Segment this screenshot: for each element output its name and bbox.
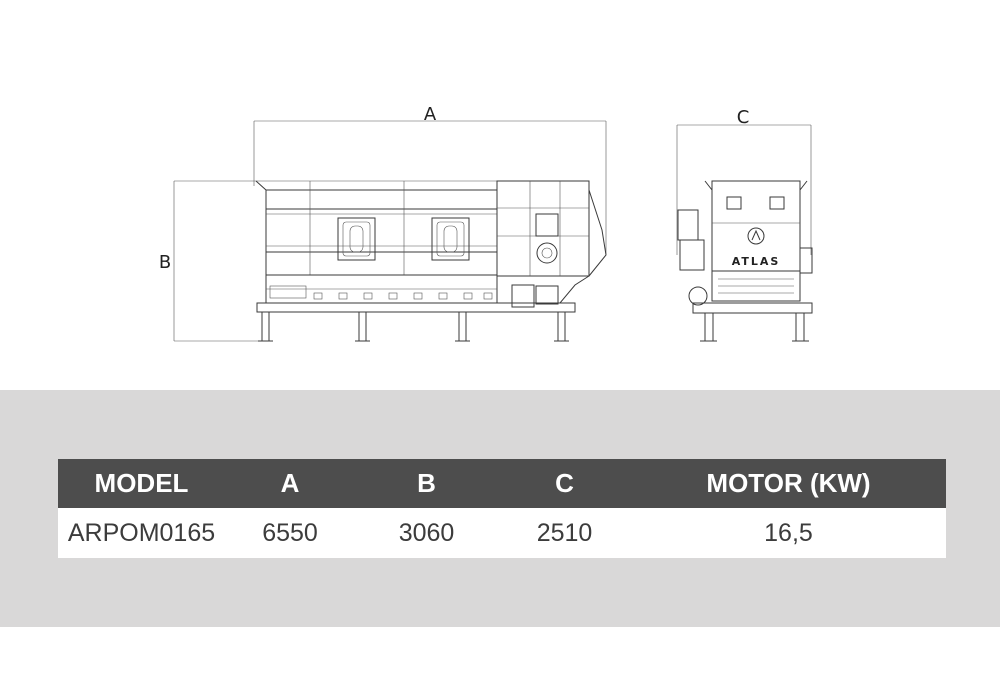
technical-drawing: A B [159,104,813,342]
specification-table: MODEL A B C MOTOR (KW) ARPOM0165 6550 30… [58,459,946,558]
brand-logo-text: ATLAS [732,255,781,268]
dimension-c: C [676,107,812,255]
dim-c-label: C [737,107,750,128]
header-motor: MOTOR (KW) [631,459,946,508]
dim-b-label: B [159,252,171,273]
dimension-b: B [159,180,266,342]
side-view: A B [159,104,607,342]
cell-model: ARPOM0165 [58,508,225,558]
table-row: ARPOM0165 6550 3060 2510 16,5 [58,508,946,558]
header-b: B [355,459,498,508]
specification-band: MODEL A B C MOTOR (KW) ARPOM0165 6550 30… [0,390,1000,627]
header-a: A [225,459,355,508]
header-model: MODEL [58,459,225,508]
front-view: C ATLAS [676,107,813,342]
cell-b: 3060 [355,508,498,558]
cell-a: 6550 [225,508,355,558]
table-header-row: MODEL A B C MOTOR (KW) [58,459,946,508]
dim-a-label: A [424,104,437,125]
dimension-a: A [253,104,607,255]
header-c: C [498,459,631,508]
cell-motor: 16,5 [631,508,946,558]
cell-c: 2510 [498,508,631,558]
